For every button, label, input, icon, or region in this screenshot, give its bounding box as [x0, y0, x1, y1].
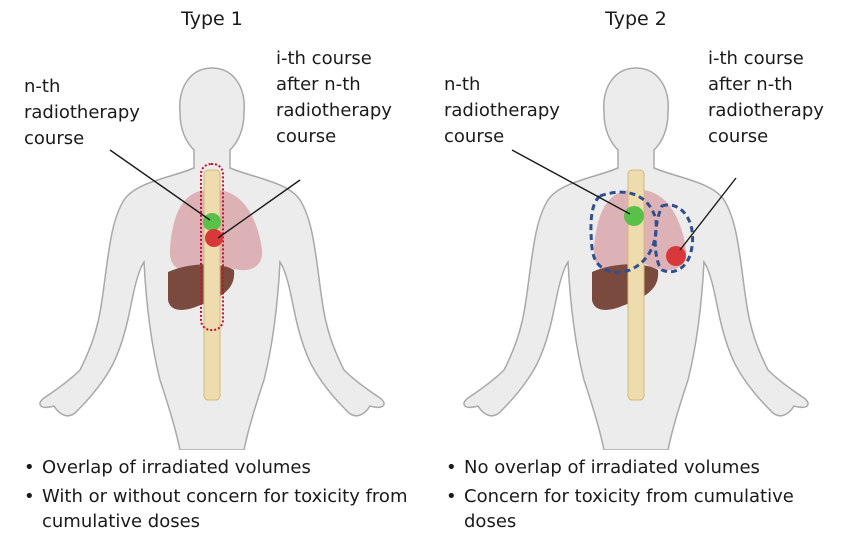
bullet-item: Overlap of irradiated volumes: [24, 455, 416, 480]
target-i-th-course: [205, 229, 223, 247]
label-n-th-course: n-th radiotherapy course: [24, 74, 140, 152]
bullet-item: With or without concern for toxicity fro…: [24, 484, 416, 534]
bullet-list: No overlap of irradiated volumes Concern…: [446, 455, 838, 538]
bullet-item: Concern for toxicity from cumulative dos…: [446, 484, 838, 534]
label-n-th-course: n-th radiotherapy course: [444, 72, 560, 150]
bullet-item: No overlap of irradiated volumes: [446, 455, 838, 480]
spine: [628, 170, 644, 400]
target-i-th-course: [666, 246, 686, 266]
target-n-th-course: [624, 206, 644, 226]
label-i-th-course: i-th course after n-th radiotherapy cour…: [708, 46, 824, 150]
spine: [204, 170, 220, 400]
panel-type-2: Type 2 n-th radiotherapy course i-th cou…: [424, 0, 848, 545]
label-i-th-course: i-th course after n-th radiotherapy cour…: [276, 46, 392, 150]
bullet-list: Overlap of irradiated volumes With or wi…: [24, 455, 416, 538]
panel-type-1: Type 1 n-th radiotherapy course i-th cou…: [0, 0, 424, 545]
target-n-th-course: [203, 213, 221, 231]
